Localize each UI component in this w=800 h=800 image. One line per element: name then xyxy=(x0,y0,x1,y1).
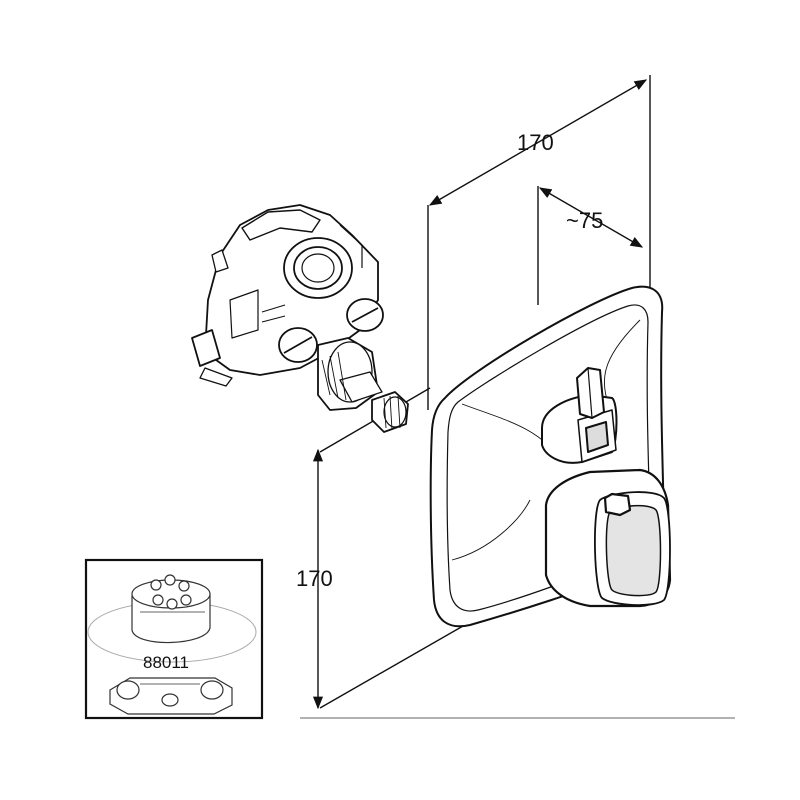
dimension-label-width: 170 xyxy=(517,130,554,155)
dimension-label-depth: ~75 xyxy=(566,208,603,233)
lever-handle-icon xyxy=(541,367,618,464)
dimension-label-height: 170 xyxy=(296,566,333,591)
inset-box: 88011 xyxy=(84,558,264,720)
inset-mounting-base-icon xyxy=(109,677,233,715)
cartridge-icon xyxy=(317,337,409,433)
valve-body-icon xyxy=(191,204,384,387)
inset-cartridge-icon xyxy=(131,574,211,644)
dimension-depth-75 xyxy=(537,186,644,305)
inset-part-number: 88011 xyxy=(143,653,189,672)
square-knob-icon xyxy=(544,468,672,608)
